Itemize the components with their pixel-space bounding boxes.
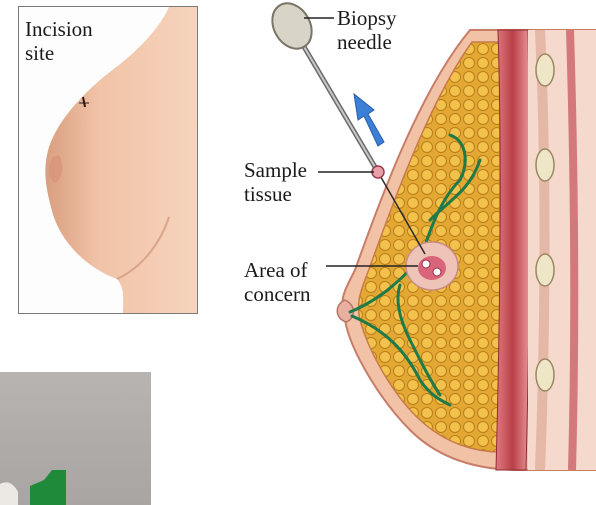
chest-muscle	[496, 30, 529, 470]
concern-line-1: Area of	[244, 258, 310, 282]
biopsy-needle-label: Biopsy needle	[337, 6, 397, 54]
green-object-icon	[0, 372, 151, 505]
needle-line-2: needle	[337, 30, 397, 54]
sample-tissue-label: Sample tissue	[244, 158, 307, 206]
concern-line-2: concern	[244, 282, 310, 306]
cropped-photo	[0, 372, 151, 505]
sample-line-2: tissue	[244, 182, 307, 206]
area-of-concern-label: Area of concern	[244, 258, 310, 306]
sample-line-1: Sample	[244, 158, 307, 182]
needle-line-1: Biopsy	[337, 6, 397, 30]
